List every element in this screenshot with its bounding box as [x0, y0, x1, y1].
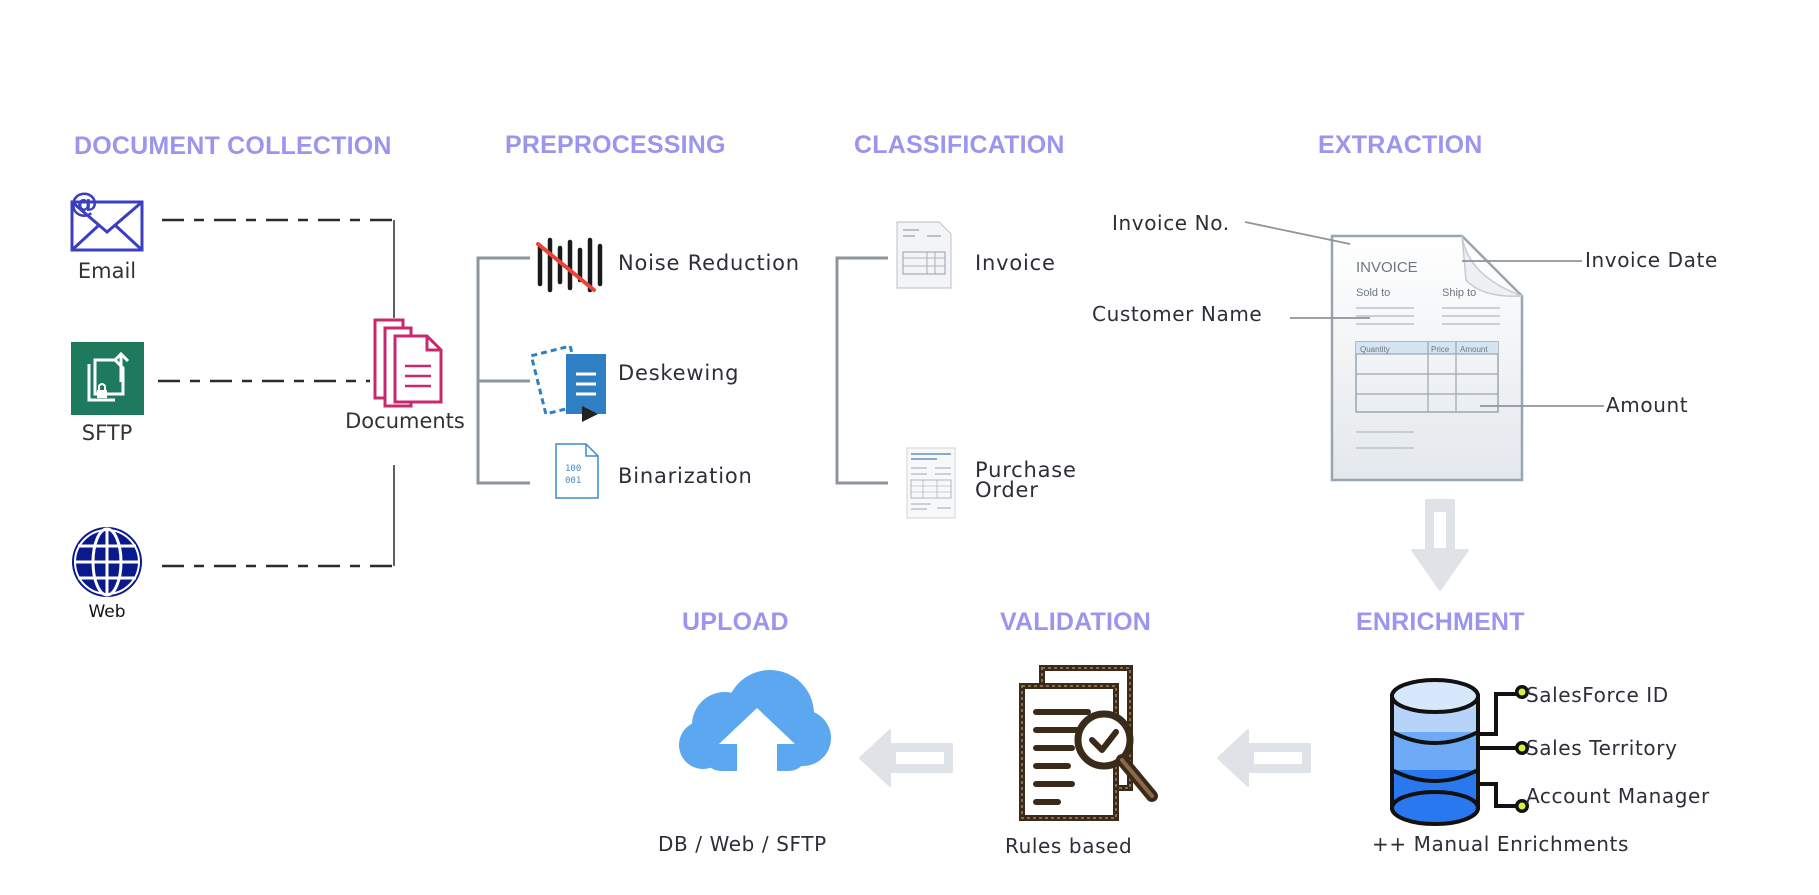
enrichment-field-salesforce-id: SalesForce ID: [1526, 683, 1669, 707]
down-arrow-icon: [1411, 499, 1469, 591]
purchase-order-thumbnail-icon: [906, 447, 956, 519]
sftp-icon: [71, 342, 144, 415]
left-arrow-icon: [1217, 729, 1311, 787]
validation-icon: [1019, 665, 1158, 821]
source-label-web: Web: [88, 602, 126, 622]
binary-file-icon: 100 001: [555, 443, 599, 499]
field-label-invoice-no: Invoice No.: [1112, 211, 1230, 235]
section-title-upload: UPLOAD: [682, 608, 789, 636]
svg-text:@: @: [70, 186, 98, 219]
invoice-doc-ship-to: Ship to: [1442, 287, 1476, 299]
invoice-doc-title: INVOICE: [1356, 259, 1418, 276]
section-title-collection: DOCUMENT COLLECTION: [74, 132, 392, 160]
svg-text:001: 001: [565, 476, 581, 486]
deskew-icon: [529, 344, 606, 422]
source-connectors: [158, 218, 395, 568]
section-title-preprocessing: PREPROCESSING: [505, 131, 726, 159]
database-icon: [1390, 678, 1480, 826]
source-label-sftp: SFTP: [81, 421, 133, 445]
source-label-email: Email: [77, 259, 137, 283]
validation-caption: Rules based: [1005, 834, 1133, 858]
section-title-classification: CLASSIFICATION: [854, 131, 1065, 159]
svg-text:100: 100: [565, 464, 581, 474]
enrichment-nodes: [1515, 685, 1529, 813]
upload-caption: DB / Web / SFTP: [658, 832, 827, 856]
enrichment-field-account-manager: Account Manager: [1526, 784, 1710, 808]
field-label-invoice-date: Invoice Date: [1585, 248, 1718, 272]
enrichment-caption: ++ Manual Enrichments: [1372, 832, 1629, 856]
step-label-noise-reduction: Noise Reduction: [618, 251, 800, 275]
step-label-deskewing: Deskewing: [618, 361, 740, 385]
documents-label: Documents: [345, 409, 465, 433]
extraction-callouts: [1244, 221, 1604, 407]
preprocessing-bracket: [476, 256, 530, 485]
noise-reduction-icon: [536, 237, 603, 293]
left-arrow-icon: [859, 729, 953, 787]
class-label-invoice: Invoice: [975, 251, 1056, 275]
enrichment-field-sales-territory: Sales Territory: [1526, 736, 1678, 760]
classification-bracket: [835, 256, 888, 485]
section-title-validation: VALIDATION: [1000, 608, 1152, 636]
email-icon: @: [70, 186, 144, 252]
class-label-purchase-order: Purchase Order: [975, 458, 1077, 502]
invoice-document: INVOICE Sold to Ship to Quantity Price A…: [1330, 234, 1524, 482]
step-label-binarization: Binarization: [618, 464, 753, 488]
section-title-enrichment: ENRICHMENT: [1356, 608, 1525, 636]
enrichment-connectors: [1476, 692, 1524, 808]
invoice-doc-col-price: Price: [1431, 345, 1450, 354]
invoice-doc-col-amount: Amount: [1460, 345, 1488, 354]
documents-icon: [373, 318, 443, 408]
cloud-upload-icon: [679, 670, 831, 772]
invoice-doc-sold-to: Sold to: [1356, 287, 1390, 299]
invoice-doc-col-quantity: Quantity: [1360, 345, 1390, 354]
section-title-extraction: EXTRACTION: [1318, 131, 1483, 159]
field-label-amount: Amount: [1606, 393, 1689, 417]
field-label-customer-name: Customer Name: [1092, 302, 1263, 326]
globe-icon: [72, 527, 142, 597]
invoice-thumbnail-icon: [896, 221, 952, 289]
